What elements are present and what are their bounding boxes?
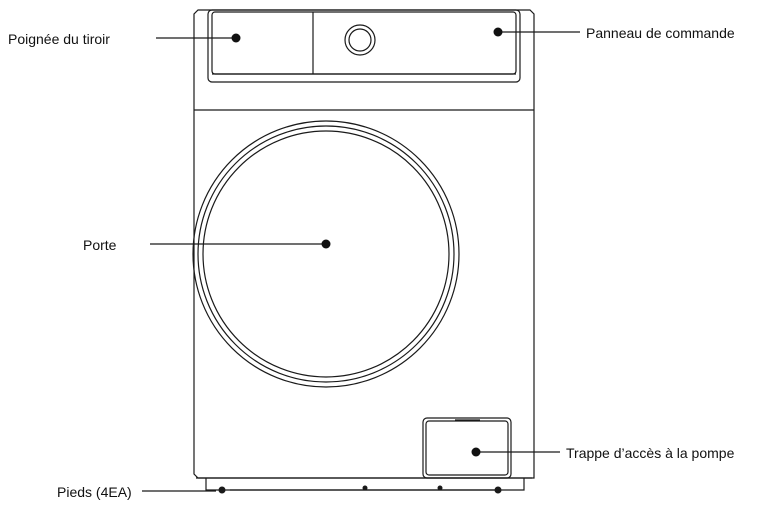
label-drawer-handle: Poignée du tiroir [8,31,110,47]
top-panel-outline [207,9,521,83]
control-knob-inner [348,28,372,52]
door-outer-ring [192,120,460,388]
door-glass [202,130,450,378]
label-door: Porte [83,237,117,253]
control-knob-outer [344,24,376,56]
label-control-panel: Panneau de commande [586,25,735,41]
callout-dot-panel [493,27,503,37]
foot-center-right [437,485,443,491]
top-panel-inner [211,11,517,75]
callout-dot-door [321,239,331,249]
foot-center-left [362,485,368,491]
callout-dot-drawer [231,33,241,43]
label-pump-access: Trappe d’accès à la pompe [566,445,735,461]
label-feet: Pieds (4EA) [57,484,132,500]
foot-right [494,486,502,494]
pump-access-hatch-inner [425,420,509,476]
foot-left [218,486,226,494]
pump-access-hatch [422,417,512,479]
callout-dot-pump [471,447,481,457]
door-inner-ring [197,125,455,383]
